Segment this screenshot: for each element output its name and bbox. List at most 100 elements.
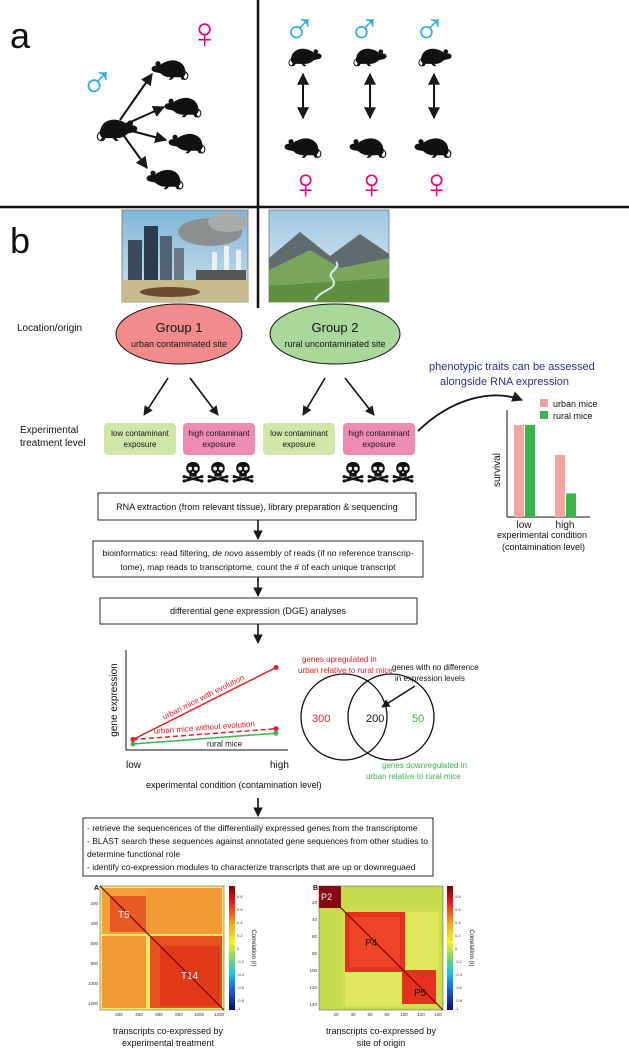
heatmap-a-caption-line-2: experimental treatment — [122, 1038, 215, 1048]
svg-text:low contaminant: low contaminant — [270, 429, 329, 438]
legend-label-urban: urban mice — [553, 399, 598, 409]
colorbar-tick: 0.6 — [237, 907, 243, 912]
bar-chart-legend: urban mice rural mice — [540, 399, 598, 421]
male-symbol-icon: ♂ — [348, 3, 381, 52]
mating-arrow — [119, 73, 153, 121]
venn-circle-left — [300, 673, 388, 761]
colorbar-tick: -0.4 — [455, 972, 463, 977]
venn-count-up: 300 — [312, 713, 330, 725]
step-bio-line-1: bioinformatics: read filtering, de novo … — [103, 548, 414, 558]
group-2-title: Group 2 — [312, 320, 359, 335]
rural-illustration — [268, 209, 390, 303]
female-mouse-icon — [168, 133, 206, 154]
colorbar — [229, 886, 235, 1010]
tick-label: 1200 — [214, 1012, 225, 1017]
skull-crossbones-icon — [207, 460, 229, 484]
mating-arrow — [125, 105, 166, 125]
series-point — [273, 726, 279, 732]
female-mouse-icon — [284, 137, 322, 159]
series-label: urban mice with evolution — [161, 673, 246, 722]
series-point — [130, 737, 136, 742]
venn-diagram: 300 200 50 genes upregulated in urban re… — [298, 655, 479, 781]
line-chart-tick-label: high — [270, 760, 289, 771]
colorbar-tick: -0.8 — [237, 998, 245, 1003]
svg-text:exposure: exposure — [363, 440, 396, 449]
colorbar-tick: 0.8 — [455, 894, 461, 899]
tick-label: 600 — [155, 1012, 163, 1017]
tick-label: 80 — [312, 951, 318, 956]
venn-circle-right — [347, 673, 435, 761]
tick-label: 400 — [90, 921, 98, 926]
venn-up-label: genes upregulated in — [302, 655, 377, 664]
bar-high-rural — [566, 493, 576, 517]
bar-low-rural — [525, 424, 535, 517]
heatmap-b-panel-label: B — [313, 885, 318, 892]
mating-arrow — [123, 135, 148, 169]
tick-label: 80 — [384, 1012, 390, 1017]
heatmap-b-caption: transcripts co-expressed by — [326, 1026, 437, 1036]
phenotype-note-line-2: alongside RNA expression — [440, 376, 569, 388]
colorbar-tick: -0.4 — [237, 972, 245, 977]
colorbar-label: Correlation (r) — [250, 929, 256, 966]
colorbar-tick: 0.4 — [455, 920, 461, 925]
colorbar-tick: -0.2 — [237, 959, 245, 964]
series-line-2 — [132, 732, 277, 745]
female-mouse-icon — [164, 97, 202, 118]
tick-label: 20 — [333, 1012, 339, 1017]
pair-2: ♂ ♀ — [348, 3, 388, 207]
heatmap-a-panel-label: A — [94, 885, 99, 892]
venn-down-label: genes downregulated in — [382, 761, 467, 770]
venn-no-diff-label-line-2: in expression levels — [395, 674, 465, 683]
series-line-0 — [132, 666, 277, 741]
colorbar-tick: 0.2 — [237, 933, 243, 938]
line-chart-tick-label: low — [126, 760, 142, 771]
flow-arrow — [344, 377, 375, 416]
skull-crossbones-icon — [367, 460, 389, 484]
series-point — [130, 741, 136, 747]
skull-crossbones-icon — [182, 460, 204, 484]
female-symbol-icon: ♀ — [188, 9, 221, 58]
tick-label: 400 — [135, 1012, 143, 1017]
group-2-oval: Group 2 rural uncontaminated site — [269, 303, 401, 365]
module-p2-label: P2 — [321, 892, 332, 902]
svg-text:exposure: exposure — [203, 440, 236, 449]
series-point — [273, 665, 279, 670]
step-dge-text: differential gene expression (DGE) analy… — [170, 606, 346, 616]
tick-label: 140 — [434, 1012, 442, 1017]
svg-text:high contaminant: high contaminant — [349, 429, 411, 438]
colorbar-tick: 0.8 — [237, 894, 243, 899]
male-symbol-icon: ♂ — [80, 54, 115, 106]
tick-label: 100 — [400, 1012, 408, 1017]
series-point — [273, 730, 279, 736]
male-symbol-icon: ♂ — [283, 3, 316, 52]
low-exposure-box-1: low contaminant exposure — [104, 423, 176, 455]
tick-label: 800 — [90, 961, 98, 966]
low-exposure-box-2: low contaminant exposure — [263, 423, 335, 455]
high-exposure-box-2: high contaminant exposure — [343, 423, 415, 455]
colorbar-tick: -1 — [237, 1006, 241, 1011]
tick-label: 60 — [367, 1012, 373, 1017]
tick-label: 200 — [90, 901, 98, 906]
male-symbol-icon: ♂ — [413, 3, 446, 52]
high-exposure-box-1: high contaminant exposure — [183, 423, 255, 455]
venn-no-diff-label: genes with no difference — [392, 663, 479, 672]
venn-down-label-line-2: urban relative to rural mice — [366, 772, 461, 781]
treatment-label-line-2: treatment level — [20, 438, 86, 449]
tick-label: 1000 — [88, 981, 99, 986]
group-2-subtitle: rural uncontaminated site — [284, 339, 385, 349]
tick-label: 1200 — [88, 1001, 99, 1006]
module-t5-label: T5 — [118, 910, 130, 921]
colorbar-tick: -0.6 — [237, 985, 245, 990]
module-t14-label: T14 — [181, 971, 199, 982]
module-p5-label: P5 — [414, 988, 427, 999]
flow-arrow — [143, 377, 169, 416]
bar-chart-y-label: survival — [492, 453, 503, 487]
flow-arrow — [302, 377, 326, 416]
female-mouse-icon — [151, 59, 189, 81]
tick-label: 140 — [309, 1002, 317, 1007]
legend-label-rural: rural mice — [553, 411, 593, 421]
step-final-box: - retrieve the sequencences of the diffe… — [82, 817, 434, 877]
group-1-title: Group 1 — [156, 320, 203, 335]
colorbar-tick: -0.6 — [455, 985, 463, 990]
gene-expression-line-chart: gene expression experimental condition (… — [109, 650, 322, 790]
